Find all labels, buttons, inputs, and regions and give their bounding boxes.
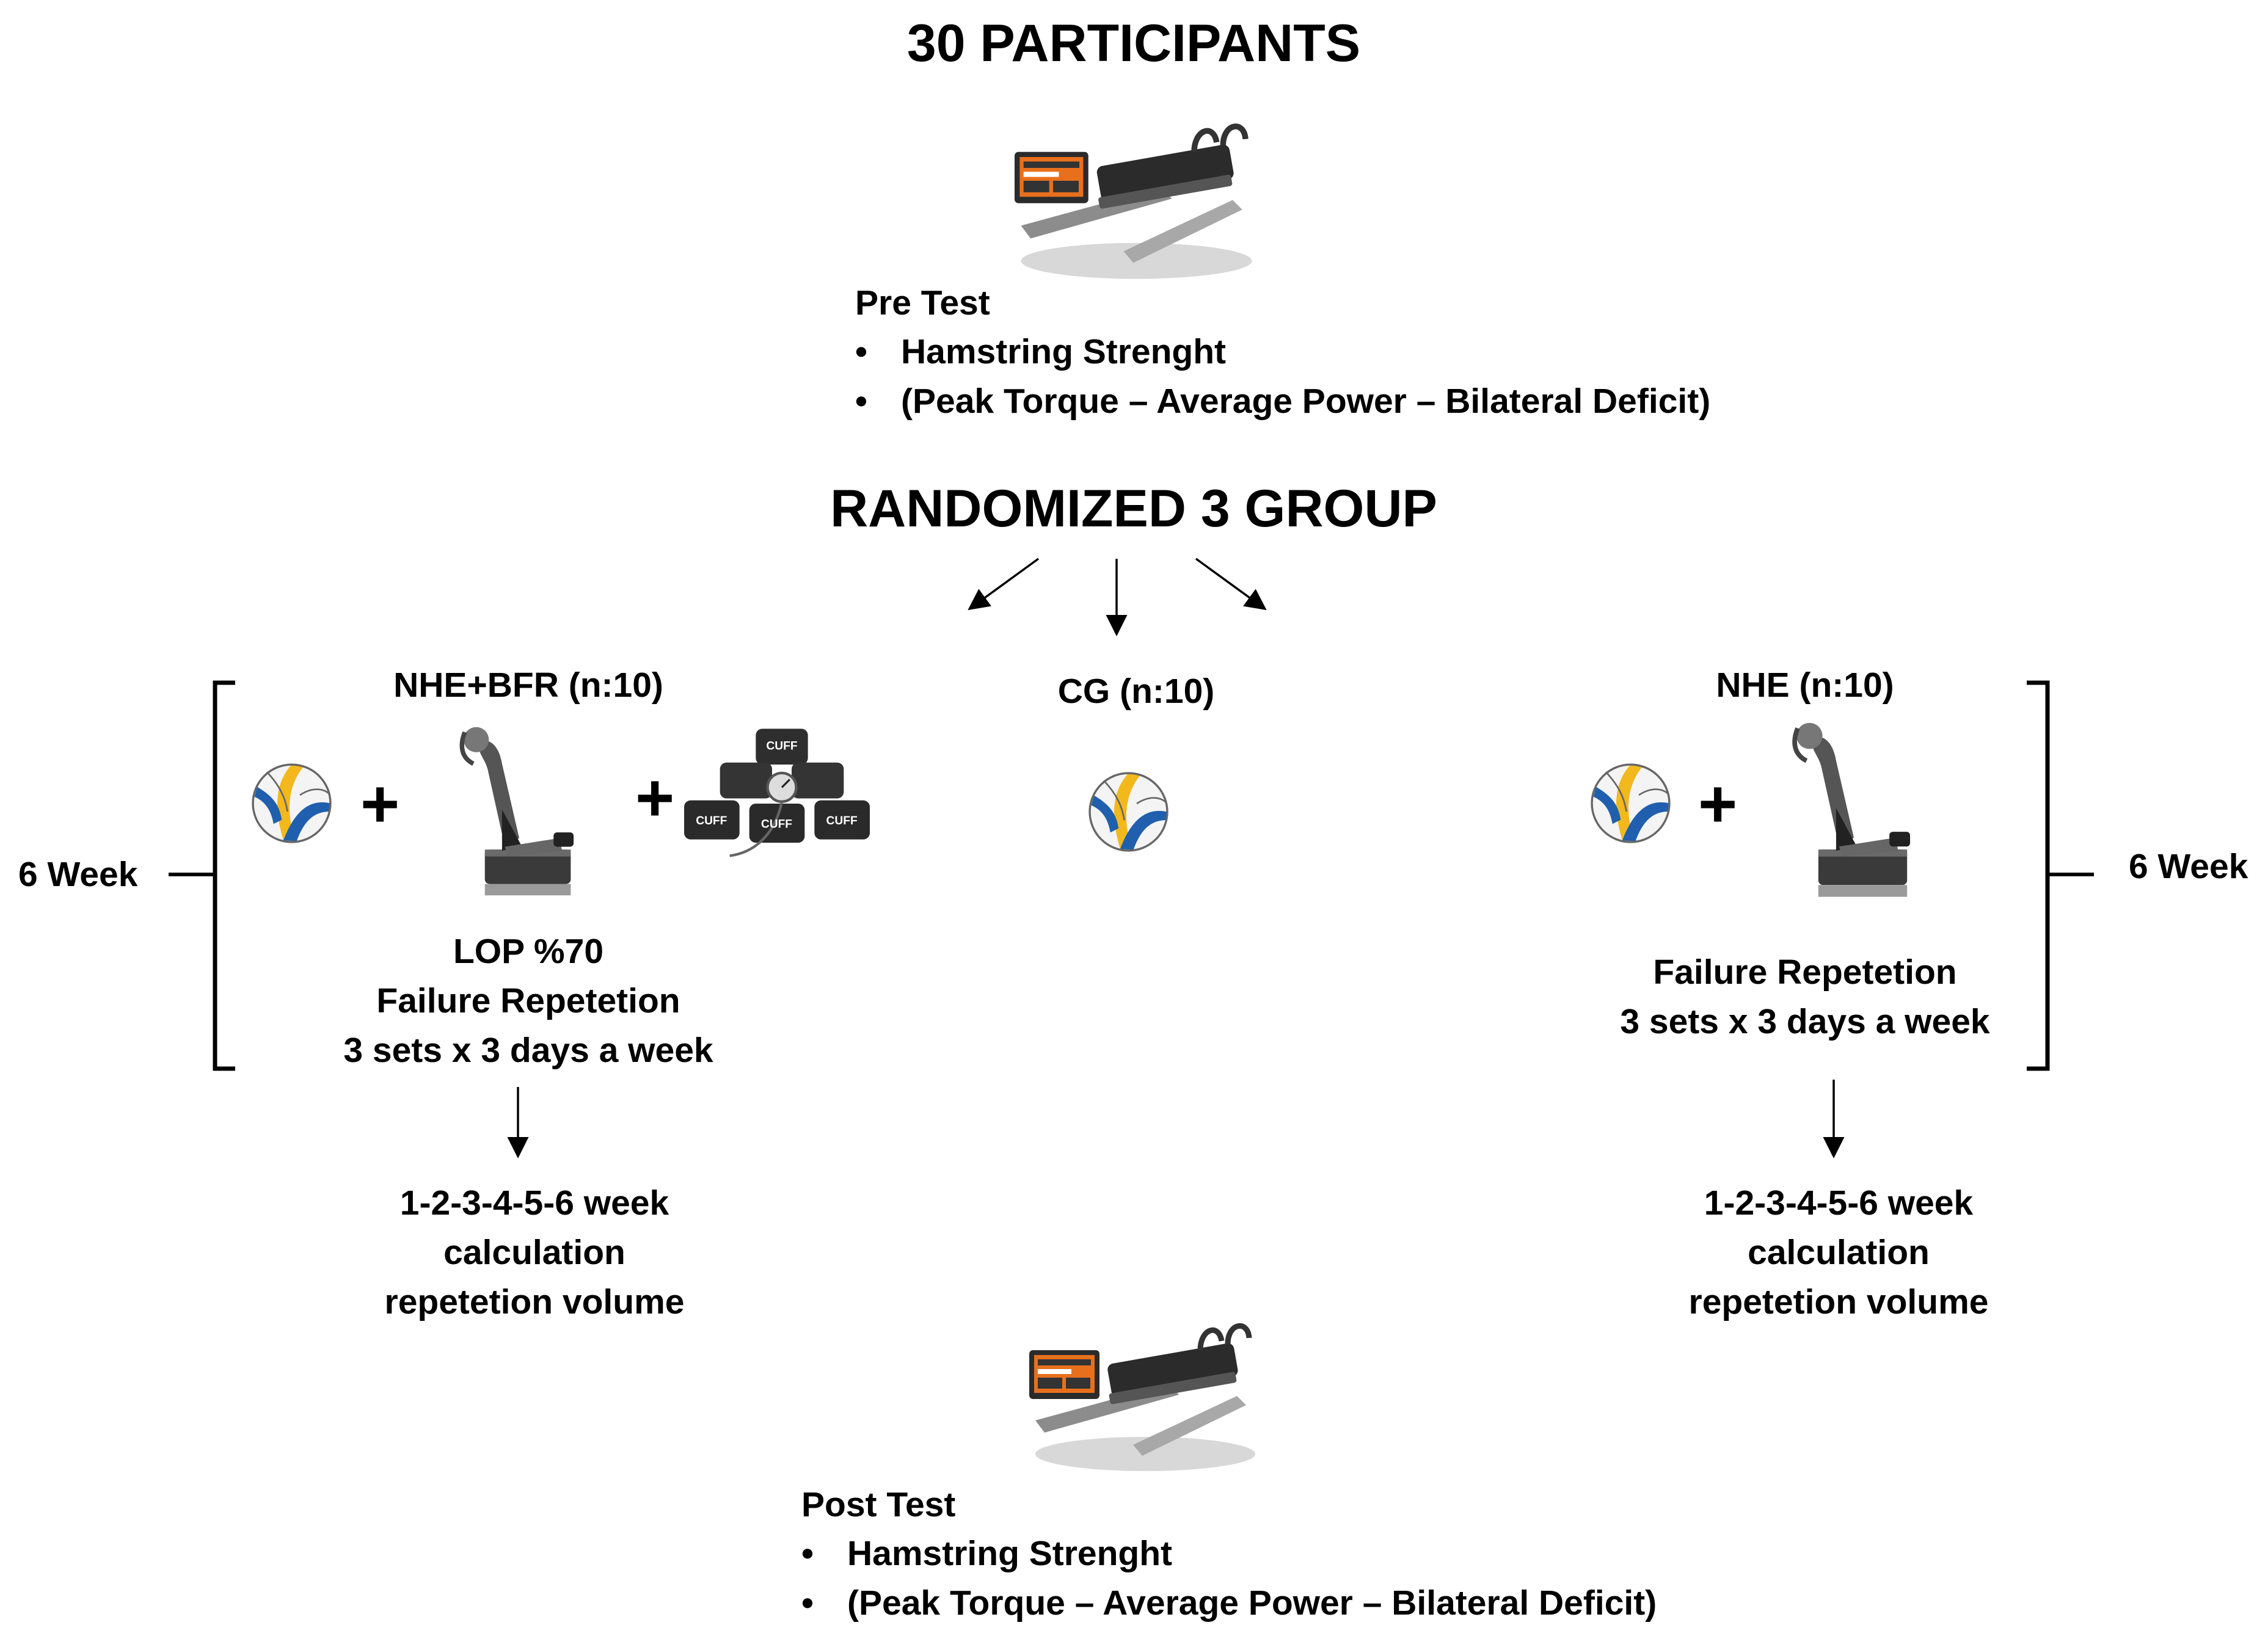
- post-test-heading: Post Test: [801, 1485, 956, 1524]
- nhe-calc-weeks: 1-2-3-4-5-6 week: [1704, 1183, 1974, 1223]
- bfr-calc-weeks: 1-2-3-4-5-6 week: [399, 1183, 669, 1223]
- bfr-calc-volume: repetetion volume: [384, 1282, 685, 1321]
- pre-test-item-strength: Hamstring Strenght: [855, 327, 1710, 377]
- bfr-protocol: LOP %70 Failure Repetetion 3 sets x 3 da…: [284, 927, 773, 1075]
- arrow-to-bfr: [968, 558, 1040, 611]
- bfr-cuff-set-icon: [684, 721, 880, 867]
- randomized-heading: RANDOMIZED 3 GROUP: [830, 479, 1437, 538]
- post-test-item-metrics: (Peak Torque – Average Power – Bilateral…: [801, 1579, 1657, 1628]
- bfr-bracket: [213, 680, 235, 1071]
- bfr-protocol-sets: 3 sets x 3 days a week: [343, 1030, 713, 1070]
- group-cg-label: CG (n:10): [1057, 672, 1215, 711]
- group-nhe-label: NHE (n:10): [1716, 666, 1894, 705]
- title: 30 PARTICIPANTS: [906, 14, 1361, 73]
- bfr-calc-calculation: calculation: [443, 1232, 625, 1272]
- post-test-device-icon: [1017, 1316, 1261, 1476]
- pre-test-item-metrics: (Peak Torque – Average Power – Bilateral…: [855, 377, 1710, 426]
- bfr-nordic-athlete-icon: [428, 724, 611, 907]
- bfr-plus-1: +: [360, 766, 400, 841]
- bfr-plus-2: +: [635, 760, 675, 835]
- bfr-volleyball-icon: [250, 762, 333, 845]
- nhe-calc-calculation: calculation: [1748, 1232, 1930, 1272]
- cg-volleyball-icon: [1087, 771, 1170, 853]
- arrow-to-nhe: [1195, 558, 1267, 611]
- nhe-duration: 6 Week: [2129, 847, 2248, 886]
- bfr-protocol-lop: LOP %70: [453, 932, 604, 971]
- nhe-protocol-failure: Failure Repetetion: [1653, 953, 1957, 992]
- nhe-calc-volume: repetetion volume: [1688, 1282, 1989, 1321]
- pre-test-block: Pre Test Hamstring Strenght (Peak Torque…: [855, 282, 1710, 426]
- post-test-block: Post Test Hamstring Strenght (Peak Torqu…: [801, 1484, 1657, 1628]
- nhe-calc: 1-2-3-4-5-6 week calculation repetetion …: [1594, 1179, 2083, 1327]
- nhe-nordic-athlete-icon: [1759, 719, 1949, 909]
- group-bfr-label: NHE+BFR (n:10): [393, 666, 663, 705]
- post-test-item-strength: Hamstring Strenght: [801, 1529, 1657, 1579]
- nhe-protocol: Failure Repetetion 3 sets x 3 days a wee…: [1561, 948, 2049, 1047]
- nhe-volleyball-icon: [1589, 762, 1672, 845]
- pre-test-heading: Pre Test: [855, 283, 990, 322]
- bfr-duration: 6 Week: [18, 855, 138, 894]
- bfr-protocol-failure: Failure Repetetion: [376, 981, 680, 1020]
- nhe-plus: +: [1698, 766, 1738, 841]
- nhe-protocol-sets: 3 sets x 3 days a week: [1620, 1001, 1990, 1041]
- bfr-calc: 1-2-3-4-5-6 week calculation repetetion …: [290, 1179, 779, 1327]
